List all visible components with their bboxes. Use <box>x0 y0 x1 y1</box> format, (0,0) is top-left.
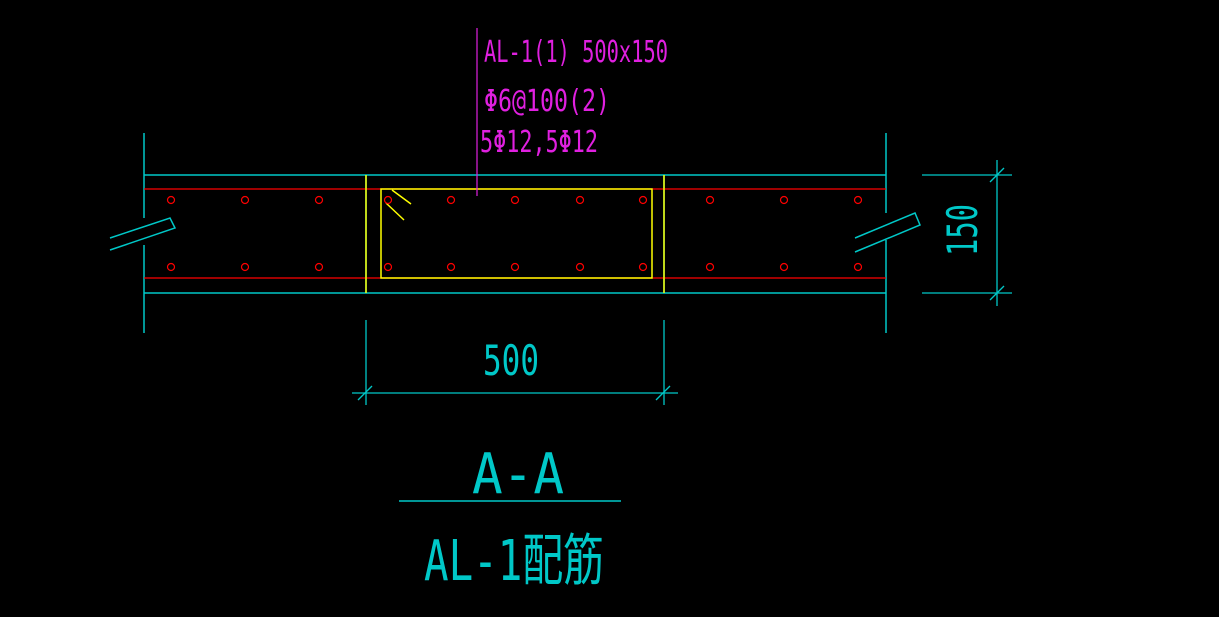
rebar-dot <box>383 195 393 205</box>
rebar-dot <box>446 195 456 205</box>
rebar-dot <box>853 195 863 205</box>
height-dimension <box>922 160 1012 306</box>
rebar-dot <box>575 195 585 205</box>
rebar-dot <box>779 262 789 272</box>
rebar-dot <box>779 195 789 205</box>
rebar-dot <box>638 195 648 205</box>
rebar-dot <box>314 262 324 272</box>
rebar-dot <box>383 262 393 272</box>
section-title: A-A <box>472 442 564 507</box>
break-line-left <box>109 217 177 251</box>
rebar-dot <box>638 262 648 272</box>
rebar-dot <box>166 262 176 272</box>
break-line-right <box>854 212 921 253</box>
wall-outline <box>143 133 887 333</box>
rebar-dot <box>446 262 456 272</box>
width-dimension-label: 500 <box>483 336 539 385</box>
rebar-dot <box>240 262 250 272</box>
height-dimension-label: 150 <box>938 204 987 256</box>
rebar-dot <box>314 195 324 205</box>
annotation-line-2: Φ6@100(2) <box>484 84 610 119</box>
rebar-dot <box>510 195 520 205</box>
beam-outline <box>365 175 665 293</box>
rebar-dot <box>705 195 715 205</box>
rebar-dot <box>166 195 176 205</box>
section-subtitle: AL-1配筋 <box>424 529 604 594</box>
rebar-lines <box>144 188 886 279</box>
rebar-dot <box>853 262 863 272</box>
rebar-dot <box>240 195 250 205</box>
rebar-dot <box>705 262 715 272</box>
rebar-dot <box>510 262 520 272</box>
annotation-line-1: AL-1(1) 500x150 <box>484 35 668 70</box>
rebar-dot <box>575 262 585 272</box>
annotation-line-3: 5Φ12,5Φ12 <box>480 125 598 160</box>
rebar-dots <box>166 195 863 272</box>
width-dimension <box>352 320 678 405</box>
